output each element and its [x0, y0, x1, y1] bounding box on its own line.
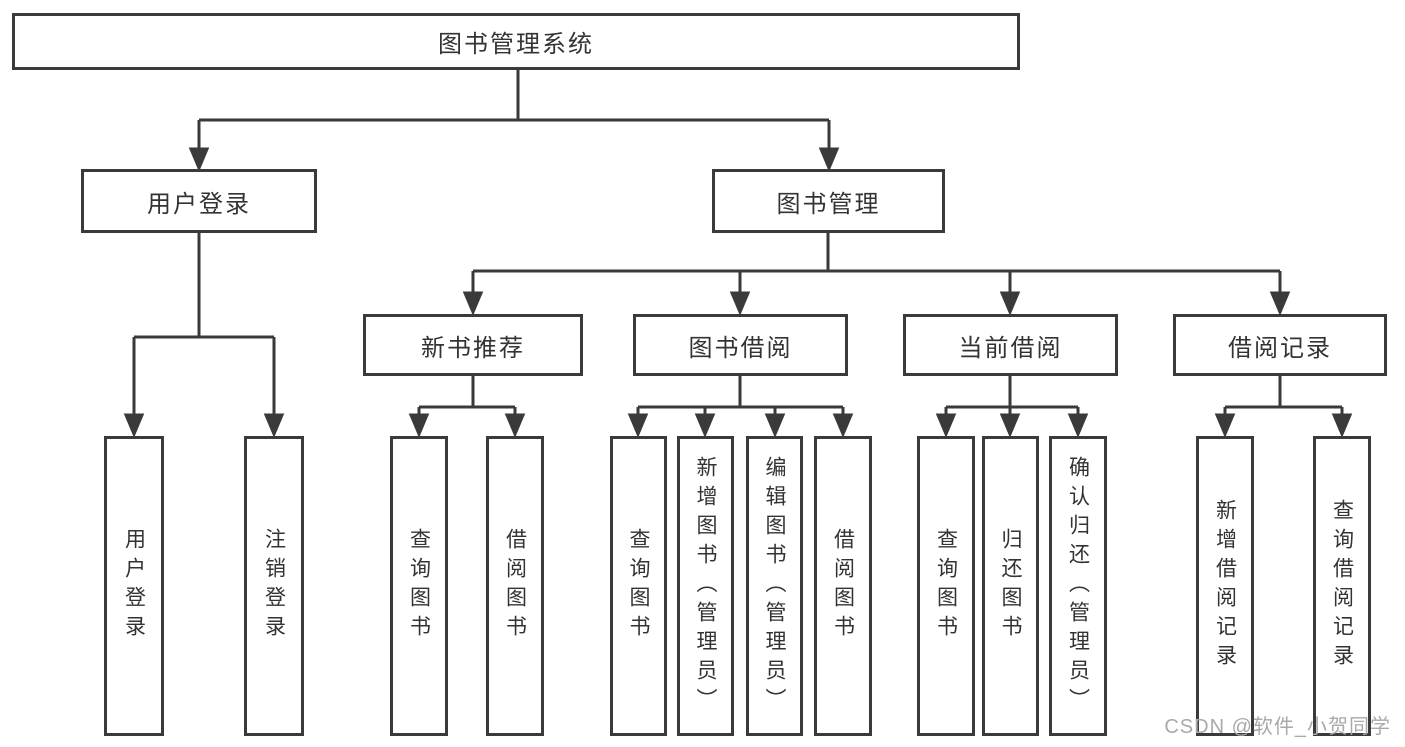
arrow-down-icon — [408, 413, 430, 438]
node-borrow-record: 借阅记录 — [1173, 314, 1387, 376]
leaf-bookborrow-query-books: 查询图书 — [610, 436, 667, 736]
leaf-currentborrow-return-books: 归还图书 — [982, 436, 1039, 736]
arrow-down-icon — [263, 413, 285, 438]
node-new-book-recommend: 新书推荐 — [363, 314, 583, 376]
leaf-bookborrow-add-books-admin: 新增图书（管理员） — [677, 436, 734, 736]
connector-newbook-to-leaves — [408, 376, 526, 438]
node-root: 图书管理系统 — [12, 13, 1020, 70]
connector-userlogin-to-leaves — [123, 233, 285, 438]
node-user-login: 用户登录 — [81, 169, 317, 233]
connector-borrowrecord-to-leaves — [1214, 376, 1353, 438]
csdn-watermark: CSDN @软件_小贺同学 — [1164, 716, 1391, 738]
arrow-down-icon — [999, 291, 1021, 316]
node-book-borrow: 图书借阅 — [633, 314, 848, 376]
node-current-borrow: 当前借阅 — [903, 314, 1118, 376]
leaf-record-query-borrow-record: 查询借阅记录 — [1313, 436, 1371, 736]
arrow-down-icon — [832, 413, 854, 438]
arrow-down-icon — [764, 413, 786, 438]
arrow-down-icon — [1331, 413, 1353, 438]
leaf-newbook-borrow-books: 借阅图书 — [486, 436, 544, 736]
leaf-bookborrow-borrow-books: 借阅图书 — [814, 436, 872, 736]
arrow-down-icon — [694, 413, 716, 438]
leaf-record-add-borrow-record: 新增借阅记录 — [1196, 436, 1254, 736]
arrow-down-icon — [935, 413, 957, 438]
arrow-down-icon — [462, 291, 484, 316]
leaf-newbook-query-books: 查询图书 — [390, 436, 448, 736]
leaf-logout: 注销登录 — [244, 436, 304, 736]
leaf-currentborrow-confirm-return-admin: 确认归还（管理员） — [1049, 436, 1107, 736]
arrow-down-icon — [1214, 413, 1236, 438]
arrow-down-icon — [627, 413, 649, 438]
arrow-down-icon — [999, 413, 1021, 438]
arrow-down-icon — [729, 291, 751, 316]
connector-root-to-level1 — [188, 69, 840, 172]
connector-bookborrow-to-leaves — [627, 376, 854, 438]
leaf-user-login: 用户登录 — [104, 436, 164, 736]
connector-currentborrow-to-leaves — [935, 376, 1089, 438]
connector-bookmgmt-to-level2 — [462, 233, 1291, 316]
arrow-down-icon — [504, 413, 526, 438]
arrow-down-icon — [818, 147, 840, 172]
arrow-down-icon — [188, 147, 210, 172]
leaf-bookborrow-edit-books-admin: 编辑图书（管理员） — [746, 436, 803, 736]
node-book-management: 图书管理 — [712, 169, 945, 233]
arrow-down-icon — [1067, 413, 1089, 438]
arrow-down-icon — [123, 413, 145, 438]
leaf-currentborrow-query-books: 查询图书 — [917, 436, 975, 736]
arrow-down-icon — [1269, 291, 1291, 316]
